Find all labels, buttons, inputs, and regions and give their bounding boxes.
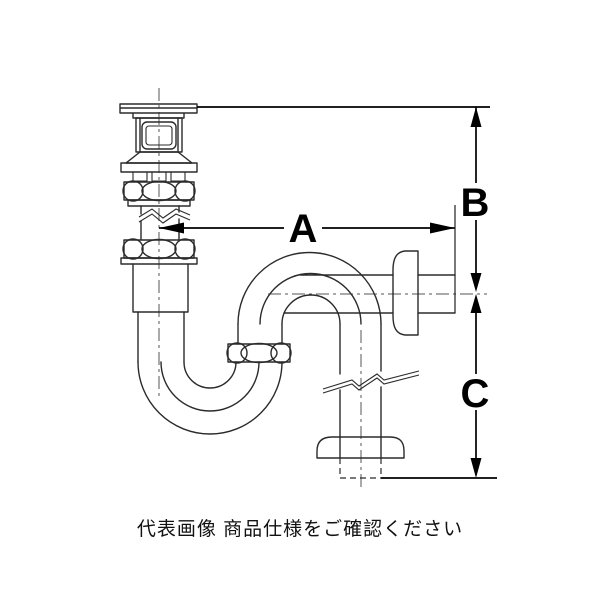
drain-window-outer — [141, 121, 177, 150]
wall-outlet-pipe — [283, 250, 456, 336]
dimension-c: C — [340, 294, 497, 479]
centerlines — [158, 88, 487, 491]
trap-inner-arc — [183, 361, 237, 389]
arrowhead-c-bottom — [470, 458, 482, 478]
pipe-break-symbol-upper — [138, 208, 191, 224]
trap-upleg — [237, 323, 283, 345]
drain-window-inner — [145, 125, 173, 146]
gooseneck-outer-arc — [237, 251, 382, 325]
floor-flange-dome — [316, 436, 405, 459]
drain-body — [135, 117, 183, 153]
trap-downleg — [137, 311, 185, 363]
floorpipe-through-flange — [339, 436, 382, 459]
caption: 代表画像 商品仕様をご確認ください — [136, 519, 464, 540]
trap-middle-arc — [160, 361, 260, 412]
floor-pipe — [316, 323, 420, 478]
dimension-b-label: B — [461, 181, 490, 225]
dimension-a-label: A — [289, 207, 318, 251]
u-trap-bend — [137, 311, 292, 435]
trap-outer-arc — [137, 361, 283, 435]
coupling-sleeve — [132, 263, 189, 313]
dimension-a: A — [159, 205, 456, 313]
slip-nut-upper — [122, 180, 196, 207]
tailpipe — [140, 205, 180, 241]
arrowhead-b-top — [470, 107, 482, 127]
wall-escutcheon — [392, 250, 419, 336]
arrowhead-a-right — [430, 222, 455, 234]
pipe-break-symbol-lower — [322, 370, 420, 394]
slip-nut-trap — [226, 342, 292, 364]
arrowhead-c-top — [470, 294, 482, 313]
arrowhead-a-left — [159, 222, 184, 234]
floorpipe-hidden-below-floor — [339, 458, 382, 478]
gooseneck-bend — [237, 251, 382, 325]
dimension-b: B — [197, 106, 490, 292]
dimension-c-label: C — [461, 372, 490, 416]
gooseneck-inner-arc — [281, 294, 341, 325]
slip-nut-lower — [120, 238, 198, 265]
popup-drain-fitting — [119, 103, 198, 313]
gooseneck-middle-arc — [259, 272, 362, 325]
arrowhead-b-bottom — [470, 273, 482, 292]
